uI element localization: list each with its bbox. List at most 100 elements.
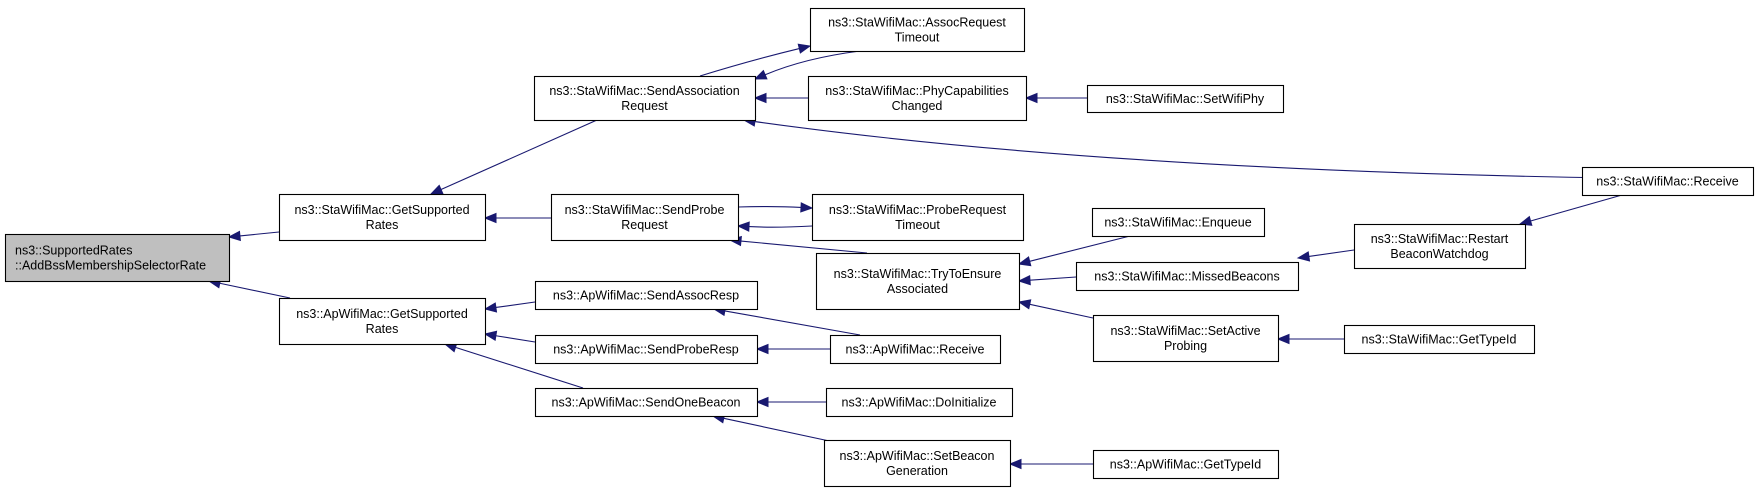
node-sta-set-wifi-phy[interactable]: ns3::StaWifiMac::SetWifiPhy [1086,84,1285,114]
node-sta-get-type-id[interactable]: ns3::StaWifiMac::GetTypeId [1343,324,1536,355]
arrowhead [1017,274,1031,286]
node-sta-missed-beacons[interactable]: ns3::StaWifiMac::MissedBeacons [1075,261,1300,292]
node-label-line: Changed [892,99,943,113]
arrowhead [800,202,814,213]
node-ap-doinit[interactable]: ns3::ApWifiMac::DoInitialize [825,387,1014,418]
node-label-line: Probing [1164,339,1207,353]
node-box [825,387,1014,418]
arrowhead [483,212,497,224]
node-label-line: ns3::StaWifiMac::MissedBeacons [1094,270,1280,284]
node-label-line: ns3::StaWifiMac::ProbeRequest [829,203,1007,217]
node-box [1086,84,1285,114]
edge-sta-send-assoc-to-sta-get-supported [440,119,598,191]
node-ap-send-assoc-resp[interactable]: ns3::ApWifiMac::SendAssocResp [534,280,759,311]
node-label-line: ns3::StaWifiMac::SetWifiPhy [1106,92,1265,106]
edge-ap-send-one-beacon-to-ap-get-supported [455,346,584,389]
node-label-line: ns3::ApWifiMac::DoInitialize [842,396,997,410]
edge-sta-enqueue-to-sta-try-ensure [1029,235,1131,262]
node-label-line: ns3::StaWifiMac::GetSupported [294,203,469,217]
node-box [1091,207,1266,238]
node-label-line: ns3::StaWifiMac::Receive [1596,175,1738,189]
node-label-line: ns3::ApWifiMac::GetTypeId [1110,458,1261,472]
node-ap-send-probe-resp[interactable]: ns3::ApWifiMac::SendProbeResp [534,334,759,365]
node-box [278,297,487,346]
arrowhead [1017,299,1032,310]
node-box [534,280,759,311]
edge-sta-assoc-timeout-to-sta-send-assoc [764,50,861,76]
node-box [829,334,1002,365]
node-box [1092,449,1280,480]
node-label-line: Generation [886,464,948,478]
node-ap-send-one-beacon[interactable]: ns3::ApWifiMac::SendOneBeacon [534,387,759,418]
arrowhead [429,184,444,195]
edge-sta-send-probe-to-sta-probe-timeout [737,206,802,208]
node-box [1353,223,1527,270]
node-box [1581,166,1755,197]
edge-sta-set-active-probing-to-sta-try-ensure [1029,303,1094,319]
arrowhead [483,330,498,341]
node-box [1075,261,1300,292]
node-label-line: ns3::ApWifiMac::Receive [846,343,985,357]
node-label-line: ns3::SupportedRates [15,244,132,258]
node-box [807,75,1028,122]
edge-ap-set-beacon-to-ap-send-one-beacon [723,417,835,443]
node-ap-get-type-id[interactable]: ns3::ApWifiMac::GetTypeId [1092,449,1280,480]
node-label-line: Timeout [895,218,940,232]
node-sta-receive[interactable]: ns3::StaWifiMac::Receive [1581,166,1755,197]
node-label-line: ns3::ApWifiMac::GetSupported [296,307,468,321]
node-box [533,75,757,122]
node-label-line: ns3::StaWifiMac::Restart [1371,232,1509,246]
node-box [823,439,1012,488]
edge-sta-send-assoc-to-sta-assoc-timeout [699,48,800,77]
node-label-line: Request [621,218,668,232]
arrowhead [797,43,812,54]
node-label-line: ns3::ApWifiMac::SendProbeResp [553,343,739,357]
arrowhead [755,396,769,408]
node-ap-receive[interactable]: ns3::ApWifiMac::Receive [829,334,1002,365]
node-box [1343,324,1536,355]
arrowhead [753,92,767,104]
arrowhead [753,69,768,80]
node-label-line: ns3::StaWifiMac::SendAssociation [549,84,739,98]
arrowhead [1296,251,1311,262]
node-box [815,252,1021,311]
arrowhead [1276,333,1290,345]
node-label-line: ns3::ApWifiMac::SetBeacon [840,449,995,463]
node-box [278,193,487,242]
arrowhead [736,221,750,232]
node-label-line: Rates [366,218,399,232]
node-sta-enqueue[interactable]: ns3::StaWifiMac::Enqueue [1091,207,1266,238]
node-label-line: Associated [887,282,948,296]
node-label-line: ns3::StaWifiMac::AssocRequest [828,16,1006,30]
node-box [534,387,759,418]
node-box [809,7,1026,53]
node-box [1092,314,1280,363]
edge-sta-receive-to-sta-restart-beacon [1530,194,1623,222]
edge-ap-send-assoc-resp-to-ap-get-supported [495,301,536,309]
node-label-line: ns3::StaWifiMac::TryToEnsure [834,267,1002,281]
node-label-line: ns3::StaWifiMac::Enqueue [1104,216,1251,230]
node-label-line: ns3::ApWifiMac::SendOneBeacon [552,396,741,410]
edge-sta-missed-beacons-to-sta-try-ensure [1029,276,1077,281]
node-add-bss[interactable]: ns3::SupportedRates::AddBssMembershipSel… [4,233,231,283]
edge-ap-get-supported-to-add-bss [219,282,291,299]
node-label-line: ns3::StaWifiMac::PhyCapabilities [825,84,1008,98]
arrowhead [1024,92,1038,104]
node-label-line: Request [621,99,668,113]
node-label-line: ::AddBssMembershipSelectorRate [15,259,206,273]
node-label-line: Rates [366,322,399,336]
edge-ap-send-probe-resp-to-ap-get-supported [495,335,536,343]
arrowhead [227,230,241,242]
